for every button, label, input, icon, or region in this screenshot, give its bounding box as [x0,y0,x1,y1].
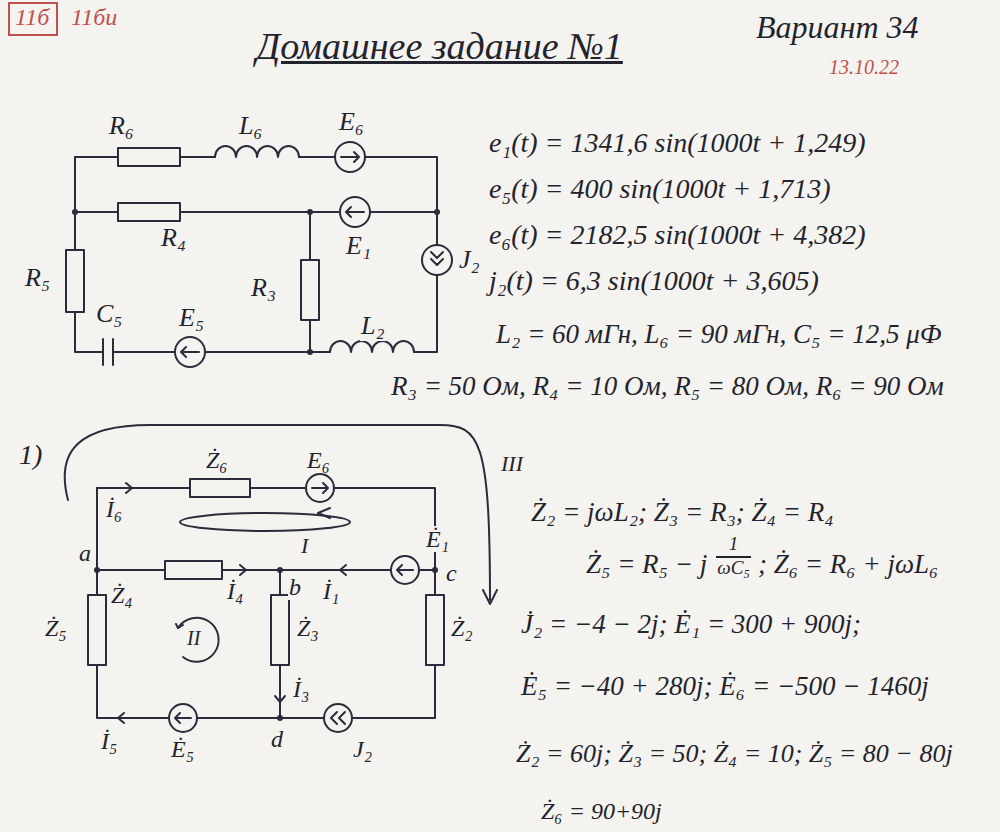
date: 13.10.22 [828,56,900,78]
equation: Ż₂ = jωL₂; Ż₃ = R₃; Ż₄ = R₄ [530,498,835,528]
component-label: E₁ [345,232,372,261]
equation: R₃ = 50 Ом, R₄ = 10 Ом, R₅ = 80 Ом, R₆ =… [390,372,945,402]
red-frame [9,3,57,35]
current-label: İ₃ [292,676,310,702]
schematic-two [65,425,497,732]
component-label: E₅ [178,304,205,333]
equation: L₂ = 60 мГн, L₆ = 90 мГн, C₅ = 12,5 μФ [495,320,943,350]
junction-dots [72,209,440,721]
group-number: 11б [14,4,50,30]
fraction-bottom: ωC₅ [716,556,751,579]
task-number: 1) [18,440,43,471]
equation: e₁(t) = 1341,6 sin(1000t + 1,249) [488,128,866,159]
component-label: E₆ [338,108,365,137]
component-label: Ė₅ [170,736,195,762]
schematic-one [66,142,452,367]
component-label: Ż₅ [44,615,68,641]
component-label: J₂ [352,736,373,762]
equation: j₂(t) = 6,3 sin(1000t + 3,605) [488,266,820,297]
component-label: Ż₆ [205,447,229,473]
current-label: İ₁ [322,578,340,604]
component-label: Ż₂ [450,615,474,641]
component-label: C₅ [95,300,123,329]
component-label: R₄ [160,224,187,253]
component-label: L₂ [360,312,386,341]
component-label: R₅ [24,264,51,293]
equation: e₅(t) = 400 sin(1000t + 1,713) [488,174,831,205]
component-label: Ė₁ [425,526,450,552]
variant-number: Вариант 34 [755,10,920,45]
component-label: R₆ [108,112,135,141]
equation: Ė₅ = −40 + 280j; Ė₆ = −500 − 1460j [520,672,930,702]
component-label: Ż₃ [296,615,320,641]
component-label: L₆ [238,112,264,141]
node-letter: b [288,574,302,600]
current-label: İ₅ [100,728,118,754]
component-label: Ż₄ [110,582,134,608]
component-label: J₂ [458,246,481,275]
loop-label: III [500,452,524,476]
page-title: Домашнее задание №1 [255,26,624,68]
node-letter: c [445,560,458,586]
loop-label: II [186,627,201,649]
equation: J̇₂ = −4 − 2j; Ė₁ = 300 + 900j; [520,610,862,640]
equation: Ż₂ = 60j; Ż₃ = 50; Ż₄ = 10; Ż₅ = 80 − 80… [515,740,954,769]
group-note: 11би [70,4,118,30]
equation: e₆(t) = 2182,5 sin(1000t + 4,382) [488,220,866,251]
fraction-top: 1 [728,534,740,555]
equation: Ż₆ = 90+90j [540,798,663,824]
equation: ; Ż₆ = R₆ + jωL₆ [757,550,939,580]
current-label: İ₄ [226,578,244,604]
loop-label: I [300,534,309,558]
component-label: E₆ [306,447,331,473]
node-letter: d [270,726,284,752]
node-letter: a [78,540,92,566]
equation: Ż₅ = R₅ − j [585,550,708,580]
current-label: İ₆ [105,496,123,522]
component-label: R₃ [250,274,277,303]
